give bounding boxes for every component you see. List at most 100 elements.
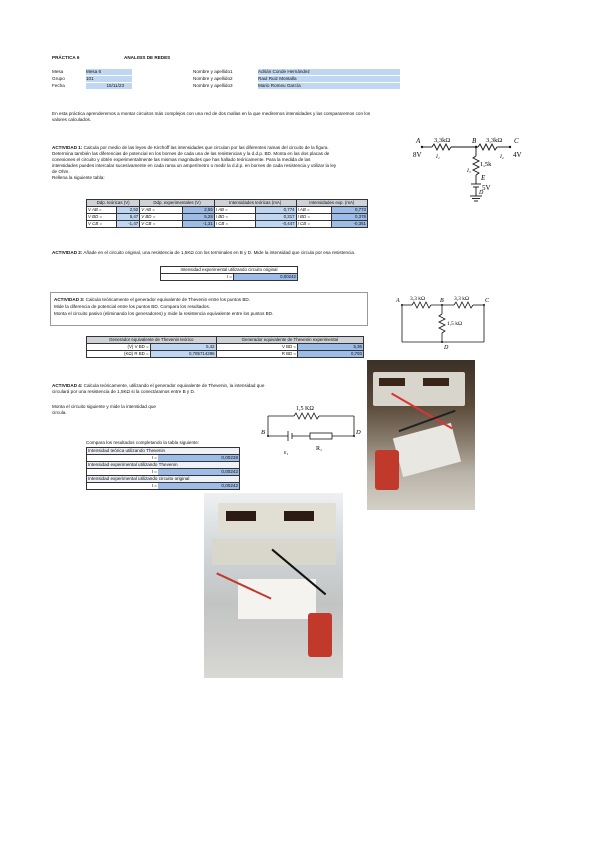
cell: 2,52	[116, 206, 141, 214]
act3-th-exp: Generador equivalente de Thevenin experi…	[215, 336, 365, 344]
table-row: I = 0,00238	[86, 455, 240, 462]
cell: I =	[160, 273, 234, 281]
breadboard-shape	[238, 579, 316, 619]
act1-line-2: Determina también las diferencias de pot…	[52, 151, 330, 156]
name-label-1: Nombre y apellido1	[193, 69, 233, 74]
cell: -1,31	[181, 220, 215, 228]
cell: I CB =	[213, 220, 256, 228]
fig1-r2: 3,3kΩ	[486, 137, 502, 144]
multimeter-shape	[375, 450, 399, 490]
cell: -0,447	[254, 220, 297, 228]
act1-table: Ddp. teóricas (V) Ddp. experimentales (V…	[85, 199, 369, 228]
figure-1-circuit: A B C E D 3,3kΩ 3,3kΩ 1,5k 8V 4V 5V I₁ I…	[413, 137, 522, 202]
act3-box	[50, 292, 368, 326]
fig3-eth: ε₁	[284, 450, 289, 456]
table-row: I = 0,00242	[86, 483, 240, 490]
cell: R BD =	[215, 350, 299, 358]
act2-table: Intensidad experimental utilizando circu…	[160, 266, 298, 281]
cell: 5,36	[297, 343, 364, 351]
cell: 0,00242	[158, 483, 239, 489]
fig2-label-c: C	[485, 298, 490, 304]
act4-row-3-label: Intensidad experimental utilizando circu…	[86, 476, 240, 483]
fig1-label-d: D	[478, 190, 484, 196]
table-row: (V) V BD = 5,42 V BD = 5,36	[86, 343, 364, 351]
act2-text: ACTIVIDAD 2: Añade en el circuito origin…	[52, 250, 356, 255]
display-shape	[284, 511, 314, 521]
fig1-label-e: E	[480, 174, 486, 182]
info-label-mesa: Mesa	[52, 69, 64, 74]
cell: I =	[151, 483, 157, 488]
act4-table: Intensidad teórica utilizando Thevenin I…	[86, 447, 240, 490]
name-value-3: Mario Romeu García	[258, 83, 400, 89]
cell: V CB =	[85, 220, 118, 228]
cell: V AB =	[139, 206, 183, 214]
cell: 0,773	[331, 206, 368, 214]
fig1-i1: I₁	[435, 154, 440, 160]
act4-line-3: Monta el circuito siguiente y mide la in…	[52, 404, 156, 409]
act1-th-int-exp: Intensidades exp. (mA)	[295, 199, 369, 207]
fig1-r1: 3,3kΩ	[434, 137, 450, 144]
cell: I =	[151, 455, 157, 460]
act4-line-2: circulará por una resistencia de 1,5KΩ s…	[52, 389, 196, 394]
table-row: I = 0,00242	[86, 469, 240, 476]
act4-compare: Compara los resultados completando la ta…	[86, 440, 200, 445]
cell: V BD =	[215, 343, 299, 351]
info-label-fecha: Fecha	[52, 83, 65, 88]
fig2-label-a: A	[395, 298, 400, 304]
fig2-r3: 1,5 kΩ	[447, 321, 462, 327]
info-value-mesa: Mesa 6	[86, 69, 132, 75]
fig1-i2: I₂	[499, 154, 504, 160]
fig1-v3: 5V	[482, 184, 491, 192]
cell: 0,00242	[158, 469, 239, 475]
fig2-label-d: D	[443, 345, 449, 351]
name-value-1: Adrián Conde Hernández	[258, 69, 400, 75]
cell: 5,28	[181, 213, 215, 221]
act3-line-1: ACTIVIDAD 3: Calcula teóricamente el gen…	[54, 297, 251, 302]
cell: V BD =	[139, 213, 183, 221]
cell: 0,793	[297, 350, 364, 358]
display-shape	[379, 378, 405, 386]
cell: 0,785714286	[149, 350, 217, 358]
cell: V CB =	[139, 220, 183, 228]
act1-line-5: de Ohm.	[52, 169, 70, 174]
act1-line-6: Rellena la siguiente tabla:	[52, 175, 105, 180]
cell: I AB =	[213, 206, 256, 214]
fig2-r2: 3,3 kΩ	[454, 296, 469, 302]
fig3-label-b: B	[261, 429, 265, 436]
figure-3-thevenin: B D 1,5 KΩ ε₁ R₁	[261, 406, 361, 456]
table-row: V AB = 2,52 V AB = 2,55 I AB = 0,774 I A…	[85, 206, 368, 214]
name-value-2: Raul Ruiz Montalla	[258, 76, 400, 82]
info-value-grupo: 101	[86, 76, 132, 82]
act1-th-ddp-teo: Ddp. teóricas (V)	[85, 199, 141, 207]
fig3-r: 1,5 KΩ	[296, 406, 314, 412]
act4-row-1-label: Intensidad teórica utilizando Thevenin	[86, 447, 240, 455]
lab-photo-2	[204, 493, 343, 678]
power-supply-shape	[373, 372, 465, 406]
act3-line-2: Mide la diferencia de potencial entre lo…	[54, 304, 211, 309]
intro-line-2: valores calculados.	[52, 117, 92, 122]
act4-line-1: ACTIVIDAD 4: Calcula teóricamente, utili…	[52, 383, 265, 388]
multimeter-shape	[308, 613, 332, 657]
cell: 0,378	[331, 213, 368, 221]
fig1-v2: 4V	[513, 151, 522, 159]
fig3-rth: R₁	[316, 446, 322, 452]
fig1-v1: 8V	[413, 151, 422, 159]
cell: V AB =	[85, 206, 118, 214]
fig1-label-b: B	[472, 137, 477, 145]
cell: (KΩ) R BD =	[86, 350, 151, 358]
act3-line-3: Monta el circuito pasivo (eliminando los…	[54, 311, 274, 316]
name-label-2: Nombre y apellido2	[193, 76, 233, 81]
figure-2-circuit: A B C D 3,3 kΩ 3,3 kΩ 1,5 kΩ	[395, 296, 490, 351]
act4-line-4: circula.	[52, 410, 67, 415]
cell: 5,42	[149, 343, 217, 351]
fig1-r3: 1,5k	[480, 161, 492, 168]
cell: 2,55	[181, 206, 215, 214]
cell: (V) V BD =	[86, 343, 151, 351]
cell: 0,774	[254, 206, 297, 214]
practice-title: PRÁCTICA 6	[52, 55, 80, 60]
cell: V BD =	[85, 213, 118, 221]
act1-line-3: conexiones el circuito y obtén experimen…	[52, 157, 311, 162]
act1-th-int-teo: Intensidades teóricas (mA)	[213, 199, 297, 207]
fig1-label-c: C	[514, 137, 519, 145]
act1-line-1: ACTIVIDAD 1: Calcula por medio de las le…	[52, 145, 329, 150]
